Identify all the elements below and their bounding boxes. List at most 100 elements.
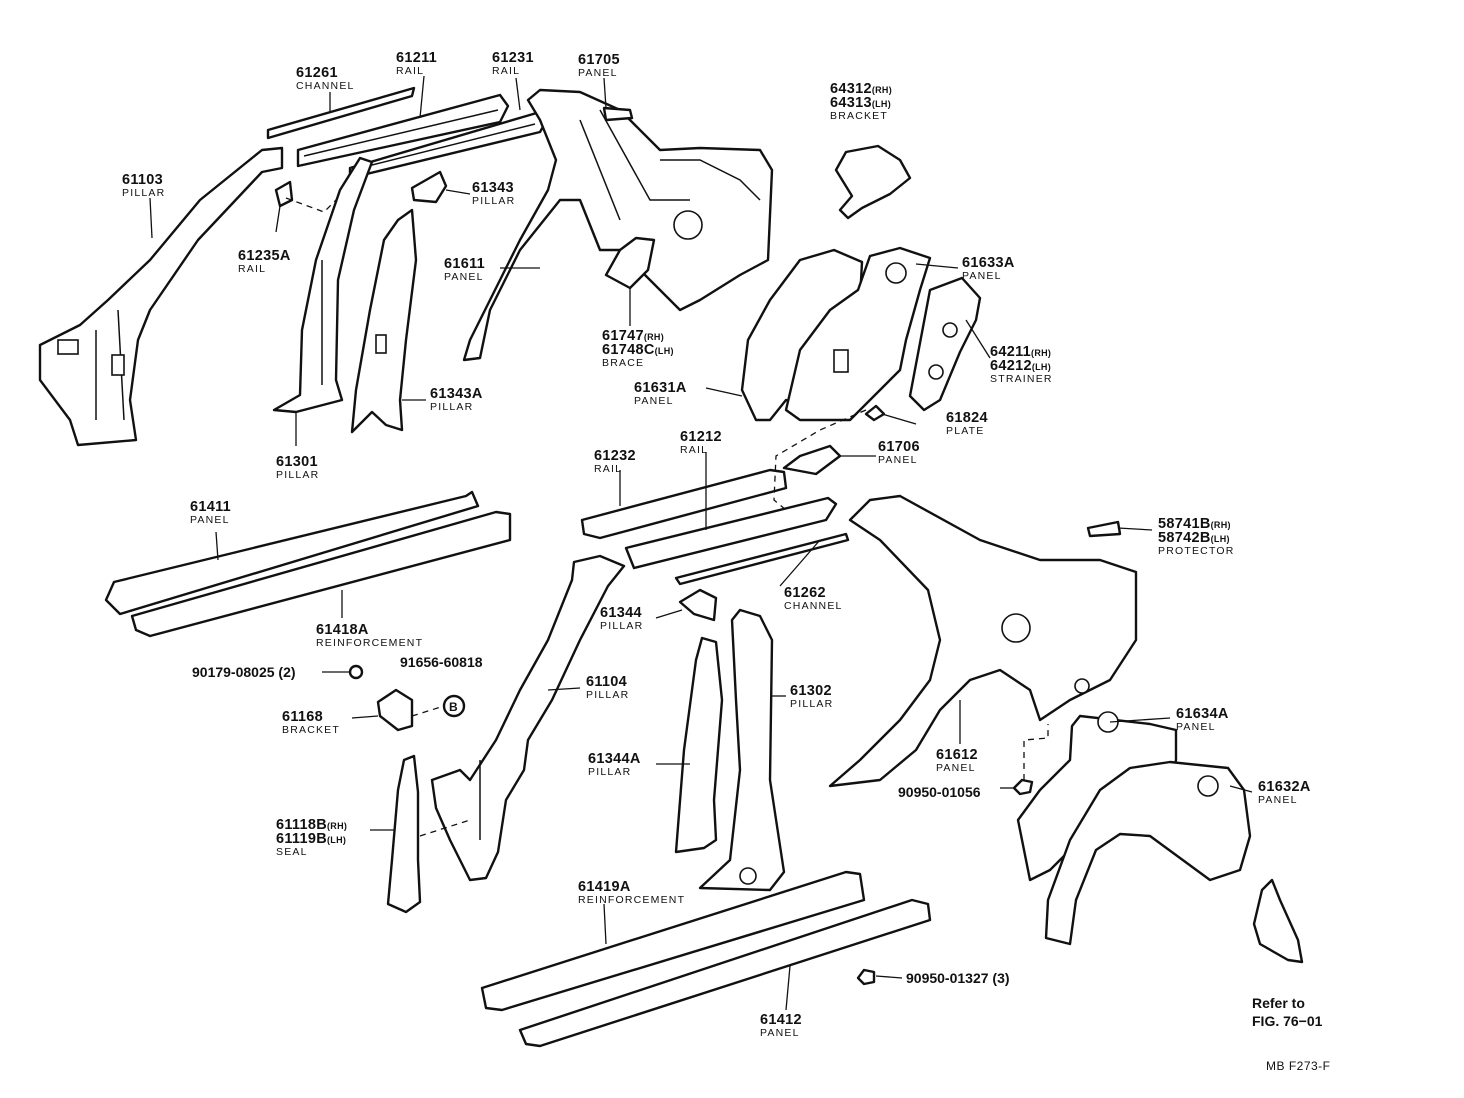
part-61411-rocker-panel [104,490,480,616]
part-number: 61706 [878,439,920,455]
fastener-label-90179-08025: 90179-08025 (2) [192,664,296,680]
part-number: 61412 [760,1012,802,1028]
part-number: 61231 [492,50,534,66]
part-name: PILLAR [588,766,631,778]
part-number: 61419A [578,879,631,895]
part-number: 61418A [316,622,369,638]
part-61412-rocker-panel [518,898,932,1048]
part-61168-bracket [376,688,414,732]
fastener-label-90950-01327: 90950-01327 (3) [906,970,1010,986]
part-name: RAIL [396,65,424,77]
part-name: BRACKET [830,110,888,122]
part-number: 61824 [946,410,988,426]
part-number: 61232 [594,448,636,464]
part-61343A-pillar [350,208,418,434]
part-number: 61633A [962,255,1015,271]
part-61261-channel [266,86,416,140]
part-suffix-lh: (LH) [1211,534,1230,544]
fastener-90950-01327-nut [856,968,876,986]
part-61235A-rail [274,180,294,208]
part-number-lh: 61119B(LH) [276,831,346,847]
part-name: STRAINER [990,373,1053,385]
part-61103-front-pillar [38,146,284,447]
callout-61747: 61747(RH)61748C(LH)BRACE [602,328,674,369]
part-number-lh: 64313(LH) [830,95,891,111]
part-number: 61631A [634,380,687,396]
part-name: PANEL [760,1027,800,1039]
part-64312-bracket [834,144,912,220]
part-61418A-reinforcement [130,510,512,638]
part-suffix-lh: (LH) [655,346,674,356]
part-number: 61168 [282,709,323,725]
part-number: 61262 [784,585,826,601]
part-name: CHANNEL [296,80,355,92]
part-suffix: (RH) [1031,348,1051,358]
part-number: 61634A [1176,706,1229,722]
part-number: 61343A [430,386,483,402]
part-name: PANEL [190,514,230,526]
part-61344-pillar [678,588,718,622]
part-name: RAIL [680,444,708,456]
part-name: RAIL [594,463,622,475]
part-number: 61104 [586,674,627,690]
part-58741B-protector [1086,520,1122,538]
part-number: 61235A [238,248,291,264]
part-number: 61302 [790,683,832,699]
part-61344A-pillar [674,636,724,854]
callout-58741B: 58741B(RH)58742B(LH)PROTECTOR [1158,516,1235,557]
callout-symbol: B [449,700,458,714]
part-suffix-lh: (LH) [872,99,891,109]
part-number: 61612 [936,747,978,763]
assembly-dashed-lines [285,197,1049,837]
part-name: PANEL [936,762,976,774]
fastener-90179-08025-nut [348,664,364,680]
part-name: PLATE [946,425,984,437]
part-number: 61103 [122,172,163,188]
part-61212-rail [624,496,838,570]
part-61262-channel [674,532,850,586]
part-name: BRACE [602,357,644,369]
part-number: 61747(RH) [602,328,664,344]
part-number: 61343 [472,180,514,196]
part-64211-strainer [908,276,982,412]
part-61706-panel [782,444,842,476]
leader-lines [149,75,1253,1011]
callout-64211: 64211(RH)64212(LH)STRAINER [990,344,1053,385]
part-number: 61611 [444,256,485,272]
part-name: PILLAR [276,469,319,481]
part-61633A-panel [784,246,932,422]
part-mudguard-reference [1252,878,1304,964]
part-number: 61411 [190,499,231,515]
part-name: PANEL [1258,794,1298,806]
part-61612-quarter-panel [828,494,1138,788]
part-number-lh: 61748C(LH) [602,342,674,358]
part-61343-pillar [410,170,448,204]
reference-line-1: Refer to [1252,995,1305,1011]
part-name: PILLAR [586,689,629,701]
part-name: PROTECTOR [1158,545,1235,557]
part-61632A-wheelhouse [1044,760,1252,946]
part-number-lh: 58742B(LH) [1158,530,1230,546]
part-name: PANEL [1176,721,1216,733]
part-number: 61705 [578,52,620,68]
fastener-90950-01056-nut [1012,778,1034,796]
part-number: 61344A [588,751,641,767]
reference-line-2: FIG. 76−01 [1252,1013,1323,1029]
